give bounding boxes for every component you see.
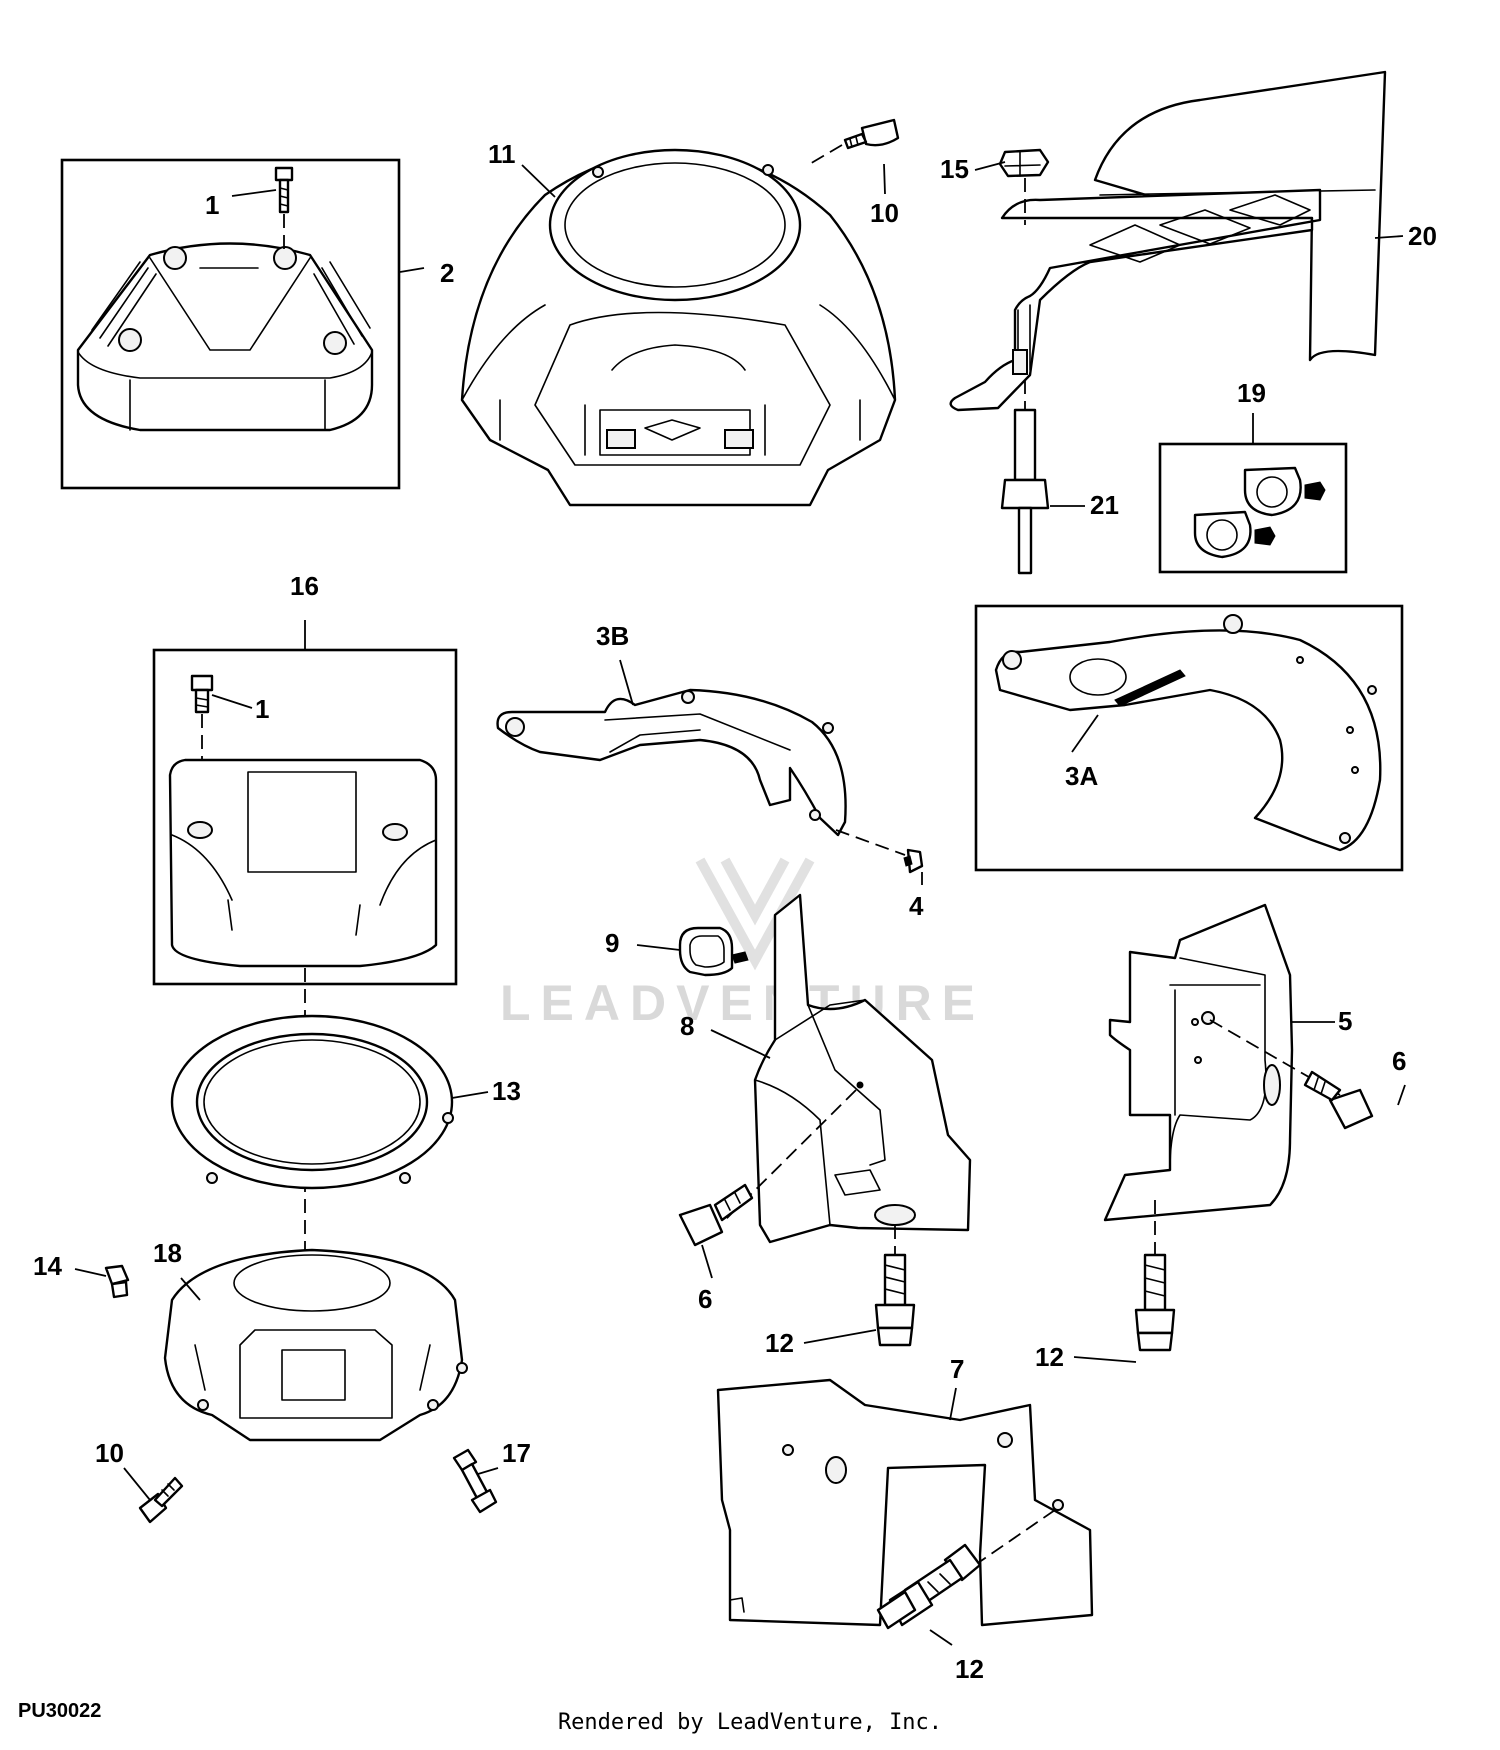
callout-15: 15 <box>940 154 969 184</box>
part-5-shroud <box>1103 903 1341 1255</box>
watermark: LEADVENTURE <box>500 857 985 1031</box>
box-part-3a <box>974 604 1404 872</box>
callout-10-bottom: 10 <box>95 1438 124 1468</box>
callout-17: 17 <box>502 1438 531 1468</box>
part-2-cover <box>76 242 374 432</box>
callout-10-top: 10 <box>870 198 899 228</box>
callout-9: 9 <box>605 928 619 958</box>
watermark-logo-icon <box>695 857 815 971</box>
callout-16: 16 <box>290 571 319 601</box>
callout-12-b: 12 <box>1035 1342 1064 1372</box>
part-6-bolt-right <box>1303 1070 1374 1130</box>
part-20-guard <box>949 70 1387 412</box>
callout-2: 2 <box>440 258 454 288</box>
callout-19: 19 <box>1237 378 1266 408</box>
callout-12-c: 12 <box>955 1654 984 1684</box>
callout-5: 5 <box>1338 1006 1352 1036</box>
part-12-screw-a <box>874 1225 916 1347</box>
part-1-bolt-top <box>274 166 294 252</box>
callout-7: 7 <box>950 1354 964 1384</box>
figure-id: PU30022 <box>18 1700 102 1722</box>
callout-1: 1 <box>205 190 219 220</box>
part-12-screw-b <box>1134 1253 1176 1352</box>
part-4-clip <box>903 848 924 874</box>
part-16-cover <box>168 758 438 968</box>
part-10-screw-top <box>807 118 900 166</box>
part-21-shaft <box>1000 380 1050 575</box>
callout-3b: 3B <box>596 621 629 651</box>
callout-8: 8 <box>680 1011 694 1041</box>
callout-1-mid: 1 <box>255 694 269 724</box>
callout-13: 13 <box>492 1076 521 1106</box>
part-13-gasket <box>170 1014 454 1190</box>
callout-6-right: 6 <box>1392 1046 1406 1076</box>
part-7-plate <box>716 1378 1094 1627</box>
leader-lines <box>74 161 1406 1646</box>
watermark-text: LEADVENTURE <box>500 975 985 1031</box>
part-9-clamp <box>678 926 749 977</box>
callout-20: 20 <box>1408 221 1437 251</box>
render-credit: Rendered by LeadVenture, Inc. <box>557 1710 943 1735</box>
callout-14: 14 <box>33 1251 62 1281</box>
part-10-screw-bottom <box>138 1476 184 1524</box>
part-14-bolt <box>104 1264 130 1299</box>
part-3b-baffle <box>496 688 906 856</box>
callout-11: 11 <box>488 139 516 169</box>
part-11-blower-housing <box>460 148 897 507</box>
part-18-base <box>163 1248 468 1442</box>
part-8-shroud <box>724 893 972 1244</box>
callout-21: 21 <box>1090 490 1119 520</box>
callout-3a: 3A <box>1065 761 1098 791</box>
part-17-bolt <box>452 1448 498 1514</box>
part-12-screw-c <box>876 1543 982 1630</box>
callout-labels: 1 2 11 10 15 20 19 21 16 1 3B 3A 4 9 8 5… <box>33 139 1437 1684</box>
part-6-bolt-left <box>678 1183 754 1247</box>
callout-4: 4 <box>909 891 924 921</box>
callout-6-left: 6 <box>698 1284 712 1314</box>
part-19-clamps <box>1193 466 1326 559</box>
box-part-2 <box>60 158 401 490</box>
callout-18: 18 <box>153 1238 182 1268</box>
part-3a-baffle <box>994 614 1382 852</box>
callout-12-a: 12 <box>765 1328 794 1358</box>
